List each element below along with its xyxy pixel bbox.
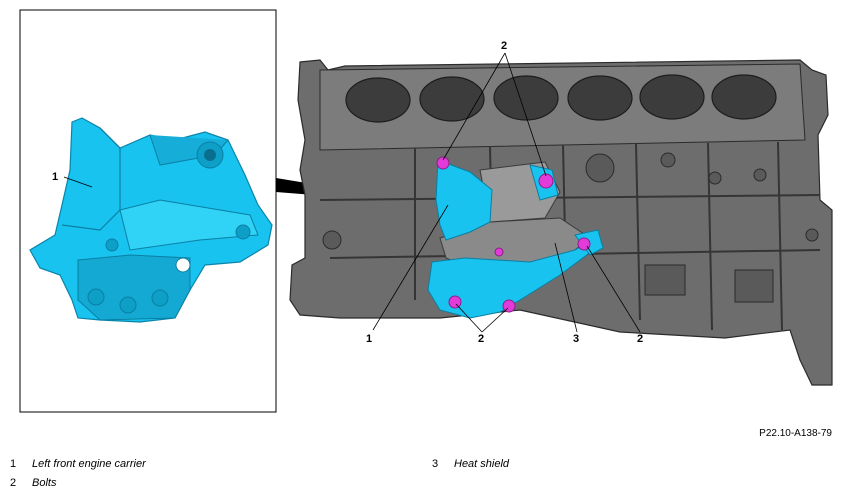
callout-1: 1 — [366, 333, 372, 345]
engine-block-diagram: 1 — [19, 9, 833, 413]
bolt-bottom-right — [502, 299, 516, 313]
bolt-right — [577, 237, 591, 251]
bolt-bottom-left — [448, 295, 462, 309]
callout-3: 3 — [573, 333, 579, 345]
callout-2-top: 2 — [501, 40, 507, 52]
legend-text: Bolts — [32, 477, 57, 489]
bolt-top-left — [436, 156, 450, 170]
legend-item: 2 Bolts — [10, 477, 56, 489]
legend-text: Left front engine carrier — [32, 458, 146, 470]
legend-number: 2 — [10, 477, 17, 489]
cylinder-bores — [345, 74, 777, 123]
bolts — [436, 156, 591, 313]
legend-item: 3 Heat shield — [432, 458, 509, 470]
bolt-top-right — [538, 173, 554, 189]
figure-reference-code: P22.10-A138-79 — [759, 428, 832, 439]
engine-carrier — [427, 159, 604, 319]
legend-item: 1 Left front engine carrier — [10, 458, 146, 470]
bolt-center — [494, 247, 504, 257]
legend-number: 3 — [432, 458, 439, 470]
callout-2-bottom: 2 — [478, 333, 484, 345]
legend-text: Heat shield — [454, 458, 510, 470]
legend-number: 1 — [10, 458, 17, 470]
detail-inset: 1 — [19, 9, 277, 413]
engine-carrier-detail — [29, 117, 273, 323]
legend: 1 Left front engine carrier 2 Bolts 3 He… — [0, 456, 842, 496]
inset-callout-1: 1 — [52, 171, 58, 183]
callout-2-right: 2 — [637, 333, 643, 345]
